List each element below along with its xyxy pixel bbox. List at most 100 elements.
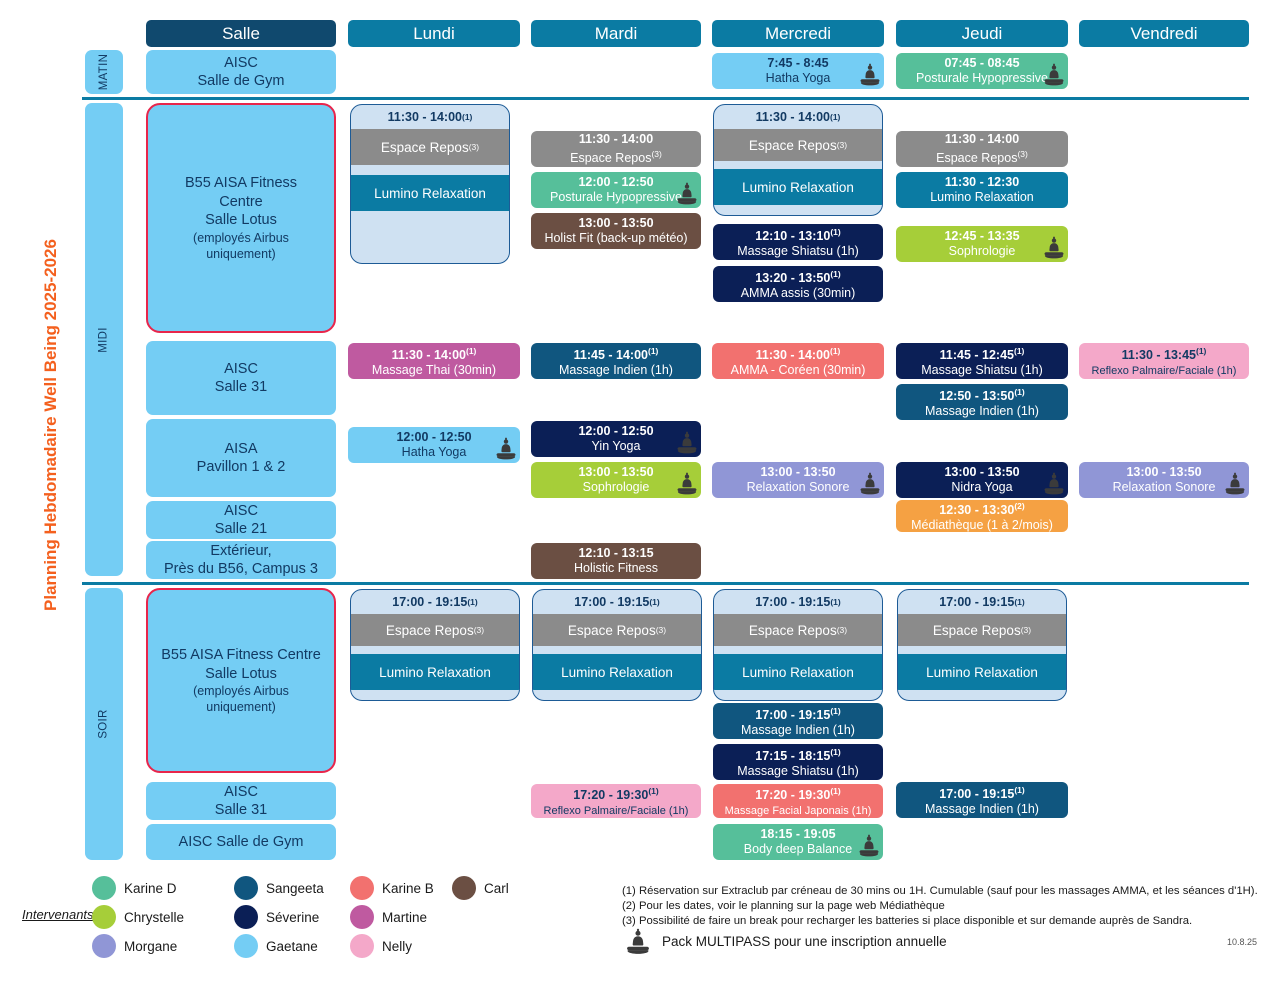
bundle-band-lumino-relaxation[interactable]: Lumino Relaxation <box>351 654 519 690</box>
activity-massage-indien-jeudi-midi[interactable]: 12:50 - 13:50(1)Massage Indien (1h) <box>896 384 1068 420</box>
meditation-yoga-icon <box>856 834 882 860</box>
bundle-band-espace-repos[interactable]: Espace Repos(3) <box>714 129 882 161</box>
activity-reflexo-palmaire-vendredi-midi[interactable]: 11:30 - 13:45(1)Reflexo Palmaire/Faciale… <box>1079 343 1249 379</box>
legend-color-swatch <box>92 934 116 958</box>
bundle-band-lumino-relaxation[interactable]: Lumino Relaxation <box>714 654 882 690</box>
divider-matin-midi <box>82 97 1249 100</box>
column-header-mardi: Mardi <box>531 20 701 47</box>
legend-item: Nelly <box>350 934 412 958</box>
meditation-yoga-icon <box>674 431 700 457</box>
activity-massage-indien-jeudi-soir[interactable]: 17:00 - 19:15(1)Massage Indien (1h) <box>896 782 1068 818</box>
activity-massage-shiatsu-mercredi-midi[interactable]: 12:10 - 13:10(1)Massage Shiatsu (1h) <box>713 224 883 260</box>
legend-item: Sangeeta <box>234 876 324 900</box>
bundle-time: 17:00 - 19:15(1) <box>392 595 478 609</box>
meditation-yoga-icon <box>1041 63 1067 89</box>
activity-name: Espace Repos(3) <box>936 148 1028 166</box>
activity-name: Yin Yoga <box>591 439 641 453</box>
bundle-band-espace-repos[interactable]: Espace Repos(3) <box>714 614 882 646</box>
room-cell-exterieur-midi: Extérieur, Près du B56, Campus 3 <box>146 541 336 579</box>
activity-name: Médiathèque (1 à 2/mois) <box>911 518 1053 532</box>
room-line-1: AISC Salle de Gym <box>178 834 304 850</box>
legend-item: Séverine <box>234 905 319 929</box>
activity-name: Holist Fit (back-up météo) <box>544 231 688 245</box>
bundle-band-lumino-relaxation[interactable]: Lumino Relaxation <box>533 654 701 690</box>
activity-time: 7:45 - 8:45 <box>767 56 829 70</box>
bundle-band-espace-repos[interactable]: Espace Repos(3) <box>533 614 701 646</box>
bundle-time: 11:30 - 14:00(1) <box>387 110 473 124</box>
bundle-lotus-lundi-soir[interactable]: 17:00 - 19:15(1) Espace Repos(3) Lumino … <box>350 589 520 701</box>
date-stamp: 10.8.25 <box>1227 937 1258 947</box>
bundle-lotus-mardi-soir[interactable]: 17:00 - 19:15(1) Espace Repos(3) Lumino … <box>532 589 702 701</box>
activity-massage-indien-mercredi-soir[interactable]: 17:00 - 19:15(1)Massage Indien (1h) <box>713 703 883 739</box>
meditation-yoga-icon <box>674 472 700 498</box>
activity-amma-assis-mercredi-midi[interactable]: 13:20 - 13:50(1)AMMA assis (30min) <box>713 266 883 302</box>
bundle-band-lumino-relaxation[interactable]: Lumino Relaxation <box>714 169 882 205</box>
legend-color-swatch <box>234 876 258 900</box>
bundle-band-espace-repos[interactable]: Espace Repos(3) <box>351 614 519 646</box>
activity-time: 12:50 - 13:50(1) <box>939 386 1025 404</box>
legend-item-label: Gaetane <box>266 938 318 954</box>
activity-massage-indien-mardi-midi[interactable]: 11:45 - 14:00(1)Massage Indien (1h) <box>531 343 701 379</box>
room-line-1: B55 AISA Fitness Centre <box>161 647 321 663</box>
activity-time: 13:00 - 13:50 <box>578 216 654 230</box>
activity-time: 17:00 - 19:15(1) <box>755 705 841 723</box>
legend-color-swatch <box>234 934 258 958</box>
activity-name: Massage Shiatsu (1h) <box>921 363 1043 378</box>
room-line-1: AISC <box>224 361 258 377</box>
meditation-yoga-icon <box>1041 236 1067 262</box>
bundle-band-lumino-relaxation[interactable]: Lumino Relaxation <box>351 175 509 211</box>
bundle-lotus-mercredi-midi[interactable]: 11:30 - 14:00(1) Espace Repos(3) Lumino … <box>713 104 883 216</box>
bundle-lotus-lundi-midi[interactable]: 11:30 - 14:00(1) Espace Repos(3) Lumino … <box>350 104 510 264</box>
activity-name: Massage Facial Japonais (1h) <box>724 804 872 817</box>
bundle-lotus-jeudi-soir[interactable]: 17:00 - 19:15(1) Espace Repos(3) Lumino … <box>897 589 1067 701</box>
bundle-time: 11:30 - 14:00(1) <box>755 110 841 124</box>
legend-item-label: Séverine <box>266 909 320 925</box>
activity-mediatheque-jeudi-midi[interactable]: 12:30 - 13:30(2)Médiathèque (1 à 2/mois) <box>896 500 1068 532</box>
activity-massage-facial-japonais-mercredi-soir[interactable]: 17:20 - 19:30(1)Massage Facial Japonais … <box>713 784 883 818</box>
legend-item-label: Martine <box>382 909 428 925</box>
activity-amma-coreen-mercredi-midi[interactable]: 11:30 - 14:00(1)AMMA - Coréen (30min) <box>712 343 884 379</box>
activity-massage-shiatsu-mercredi-soir[interactable]: 17:15 - 18:15(1)Massage Shiatsu (1h) <box>713 744 883 780</box>
activity-time: 11:30 - 14:00 <box>944 131 1020 146</box>
legend-color-swatch <box>452 876 476 900</box>
activity-massage-shiatsu-jeudi-midi[interactable]: 11:45 - 12:45(1)Massage Shiatsu (1h) <box>896 343 1068 379</box>
activity-massage-thai-lundi-midi[interactable]: 11:30 - 14:00(1)Massage Thai (30min) <box>348 343 520 379</box>
room-line-2: Salle de Gym <box>197 73 285 89</box>
activity-time: 11:30 - 14:00(1) <box>755 345 841 363</box>
bundle-gap <box>714 646 882 654</box>
meditation-yoga-icon <box>493 437 519 463</box>
bundle-band-espace-repos[interactable]: Espace Repos(3) <box>898 614 1066 646</box>
bundle-gap <box>714 161 882 169</box>
room-cell-lotus-soir: B55 AISA Fitness Centre Salle Lotus (emp… <box>146 588 336 773</box>
bundle-band-espace-repos[interactable]: Espace Repos(3) <box>351 129 509 165</box>
legend-item: Karine B <box>350 876 434 900</box>
period-label-midi-text: MIDI <box>97 326 110 353</box>
room-cell-salle21-midi: AISC Salle 21 <box>146 501 336 539</box>
activity-time: 12:00 - 12:50 <box>578 424 654 438</box>
room-cell-gym-matin: AISC Salle de Gym <box>146 50 336 94</box>
activity-reflexo-palmaire-mardi-soir[interactable]: 17:20 - 19:30(1)Reflexo Palmaire/Faciale… <box>531 784 701 818</box>
legend-item: Martine <box>350 905 427 929</box>
activity-name: Massage Indien (1h) <box>741 723 855 738</box>
bundle-time: 17:00 - 19:15(1) <box>755 595 841 609</box>
room-cell-pavillon-midi: AISA Pavillon 1 & 2 <box>146 419 336 497</box>
bundle-band-lumino-relaxation[interactable]: Lumino Relaxation <box>898 654 1066 690</box>
bundle-lotus-mercredi-soir[interactable]: 17:00 - 19:15(1) Espace Repos(3) Lumino … <box>713 589 883 701</box>
